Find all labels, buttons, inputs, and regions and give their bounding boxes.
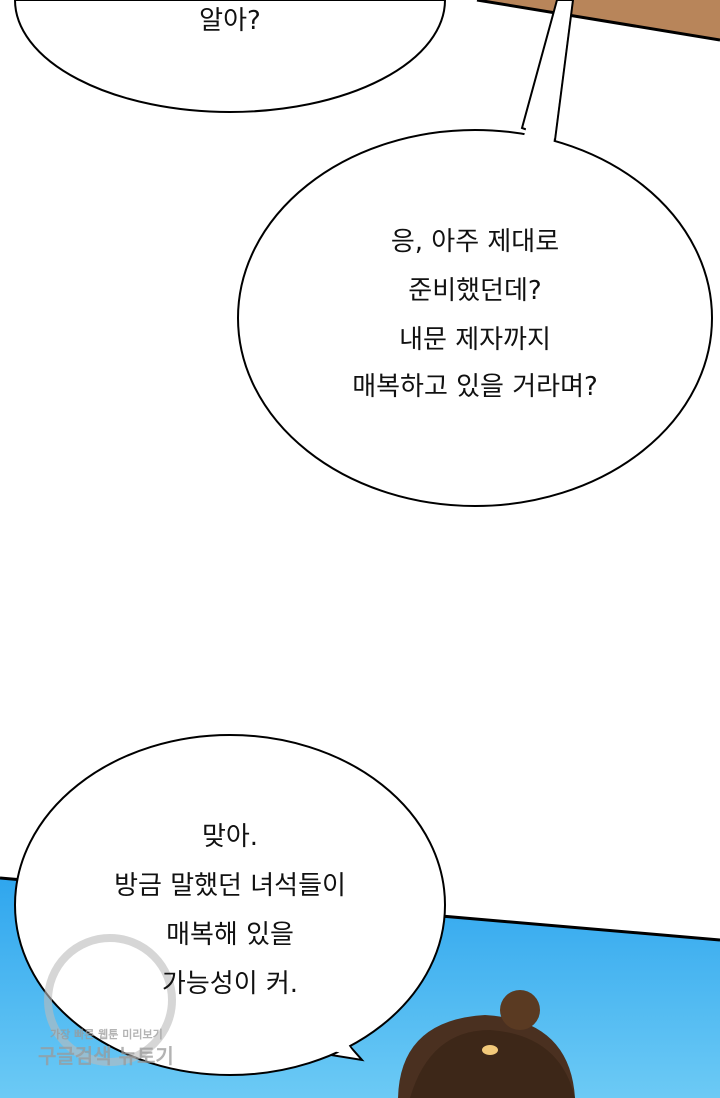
watermark-text: 가장 빠른 웹툰 미리보기 bbox=[50, 1028, 163, 1041]
bubble-2-line: 매복하고 있을 거라며? bbox=[352, 372, 598, 402]
speech-bubble-1 bbox=[13, 0, 447, 113]
bubble-3-line: 방금 말했던 녀석들이 bbox=[114, 871, 346, 901]
character-head bbox=[398, 990, 575, 1098]
watermark-text: 구글검색 뉴토기 bbox=[38, 1044, 174, 1068]
bubble-3-line: 매복해 있을 bbox=[166, 920, 294, 950]
watermark-logo bbox=[44, 934, 176, 1066]
speech-bubble-2 bbox=[237, 0, 713, 507]
bubble-3-line: 맞아. bbox=[201, 822, 259, 852]
speech-bubble-3 bbox=[14, 734, 446, 1076]
bubble-3-line: 가능성이 커. bbox=[161, 969, 299, 999]
bubble-2-line: 내문 제자까지 bbox=[399, 325, 551, 355]
bubble-2-line: 준비했던데? bbox=[408, 276, 542, 306]
bubble-2-line: 응, 아주 제대로 bbox=[390, 227, 560, 257]
bubble-1-line: 알아? bbox=[199, 6, 261, 36]
